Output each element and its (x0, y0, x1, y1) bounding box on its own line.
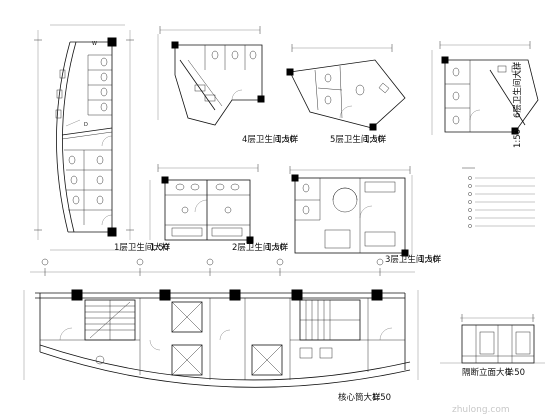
caption-partition-scale: 1:50 (506, 368, 525, 378)
caption-core: 核心筒大样 (338, 392, 381, 403)
plan-3-washroom (289, 166, 413, 257)
caption-plan-5-scale: 1:50 (364, 135, 383, 145)
core-plan (23, 258, 419, 388)
watermark: zhulong.com (452, 405, 510, 415)
plan-5-washroom (286, 44, 406, 131)
plan-2-washroom (149, 164, 259, 244)
plan-1-washroom: D W (34, 24, 134, 251)
caption-core-scale: 1:50 (372, 393, 391, 403)
caption-plan-2-scale: 1:50 (266, 243, 285, 253)
caption-plan-1-scale: 1:50 (150, 243, 169, 253)
svg-text:W: W (92, 41, 97, 47)
caption-plan-4-scale: 1:50 (276, 135, 295, 145)
caption-partition: 隔断立面大样 (462, 367, 514, 378)
caption-plan-3-scale: 1:50 (419, 255, 438, 265)
caption-plan-5: 5层卫生间大样 (330, 134, 387, 145)
caption-plan-1: 1层卫生间大样 (114, 242, 171, 253)
caption-plan-4: 4层卫生间大样 (242, 134, 299, 145)
caption-plan-6: 6层卫生间大样 (512, 61, 523, 118)
caption-plan-6-scale: 1:50 (513, 129, 523, 148)
notes-list (462, 167, 535, 228)
plan-6-washroom (431, 41, 539, 135)
plan-4-washroom (157, 26, 265, 126)
partition-elevation (440, 314, 545, 364)
svg-text:D: D (84, 122, 88, 128)
caption-plan-2: 2层卫生间大样 (232, 242, 289, 253)
caption-plan-3: 3层卫生间大样 (385, 254, 442, 265)
